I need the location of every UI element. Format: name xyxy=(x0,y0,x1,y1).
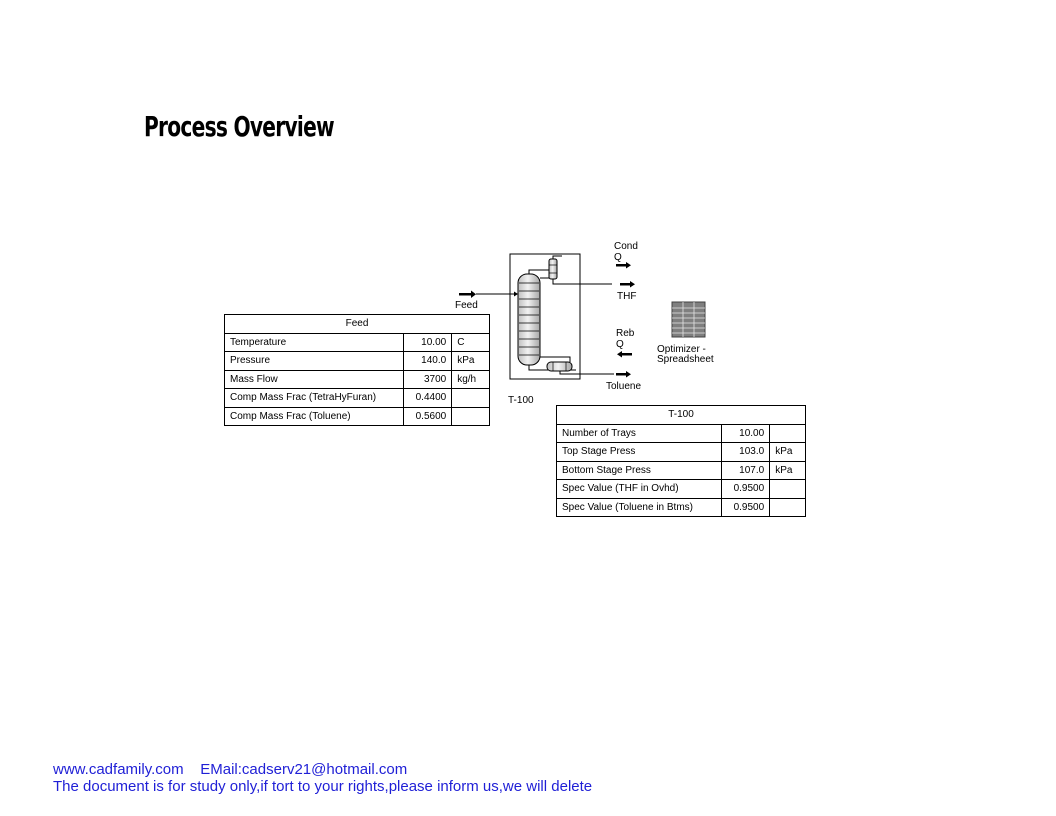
row-unit xyxy=(769,497,806,517)
row-value: 107.0 xyxy=(721,460,771,480)
cond-q-label: Q xyxy=(614,252,622,263)
footer-contact[interactable]: www.cadfamily.com EMail:cadserv21@hotmai… xyxy=(53,761,408,778)
row-value: 0.5600 xyxy=(403,406,453,426)
feed-stream[interactable] xyxy=(459,290,518,299)
row-unit: kPa xyxy=(769,460,806,480)
table-row: Spec Value (THF in Ovhd) 0.9500 xyxy=(555,479,806,499)
spreadsheet-label: Spreadsheet xyxy=(657,354,714,365)
reb-q-label: Q xyxy=(616,339,624,350)
row-value: 0.4400 xyxy=(403,388,453,408)
feed-table-title: Feed xyxy=(224,314,490,334)
column-table-title: T-100 xyxy=(556,405,806,425)
table-row: Temperature 10.00 C xyxy=(223,332,490,352)
row-value: 10.00 xyxy=(721,423,771,443)
row-value: 0.9500 xyxy=(721,497,771,517)
column-table: T-100 Number of Trays 10.00 Top Stage Pr… xyxy=(555,405,806,517)
condenser-icon[interactable] xyxy=(548,258,558,280)
table-row: Number of Trays 10.00 xyxy=(555,423,806,443)
thf-stream[interactable] xyxy=(620,281,635,288)
cond-q-stream[interactable] xyxy=(616,262,631,269)
row-label: Comp Mass Frac (TetraHyFuran) xyxy=(223,388,405,408)
reb-q-stream[interactable] xyxy=(617,351,632,358)
optimizer-label: Optimizer - xyxy=(657,344,706,355)
row-label: Bottom Stage Press xyxy=(555,460,723,480)
feed-label: Feed xyxy=(455,300,478,311)
row-unit: kPa xyxy=(769,442,806,462)
cond-label: Cond xyxy=(614,241,638,252)
row-label: Spec Value (Toluene in Btms) xyxy=(555,497,723,517)
row-value: 0.9500 xyxy=(721,479,771,499)
row-value: 10.00 xyxy=(403,332,453,352)
toluene-stream[interactable] xyxy=(616,371,631,378)
row-unit: C xyxy=(451,332,490,352)
row-label: Number of Trays xyxy=(555,423,723,443)
spreadsheet-icon[interactable] xyxy=(671,301,706,338)
column-label: T-100 xyxy=(508,395,534,406)
row-unit xyxy=(769,423,806,443)
row-label: Top Stage Press xyxy=(555,442,723,462)
column-frame[interactable] xyxy=(509,253,581,380)
row-unit: kPa xyxy=(451,351,490,371)
table-row: Mass Flow 3700 kg/h xyxy=(223,369,490,389)
row-unit: kg/h xyxy=(451,369,490,389)
row-unit xyxy=(451,406,490,426)
overhead-piping xyxy=(528,255,612,285)
row-label: Pressure xyxy=(223,351,405,371)
reboiler-icon[interactable] xyxy=(546,361,573,372)
row-unit xyxy=(769,479,806,499)
footer-disclaimer: The document is for study only,if tort t… xyxy=(53,778,593,795)
row-value: 103.0 xyxy=(721,442,771,462)
row-label: Temperature xyxy=(223,332,405,352)
page-title: Process Overview xyxy=(144,110,335,143)
toluene-label: Toluene xyxy=(606,381,641,392)
row-value: 3700 xyxy=(403,369,453,389)
row-label: Spec Value (THF in Ovhd) xyxy=(555,479,723,499)
table-row: Pressure 140.0 kPa xyxy=(223,351,490,371)
row-label: Mass Flow xyxy=(223,369,405,389)
thf-label: THF xyxy=(617,291,636,302)
table-row: Spec Value (Toluene in Btms) 0.9500 xyxy=(555,497,806,517)
table-row: Top Stage Press 103.0 kPa xyxy=(555,442,806,462)
table-row: Comp Mass Frac (Toluene) 0.5600 xyxy=(223,406,490,426)
row-label: Comp Mass Frac (Toluene) xyxy=(223,406,405,426)
table-row: Comp Mass Frac (TetraHyFuran) 0.4400 xyxy=(223,388,490,408)
distillation-column-icon[interactable] xyxy=(517,273,541,366)
feed-table: Feed Temperature 10.00 C Pressure 140.0 … xyxy=(223,314,490,426)
row-value: 140.0 xyxy=(403,351,453,371)
row-unit xyxy=(451,388,490,408)
table-row: Bottom Stage Press 107.0 kPa xyxy=(555,460,806,480)
reb-label: Reb xyxy=(616,328,635,339)
